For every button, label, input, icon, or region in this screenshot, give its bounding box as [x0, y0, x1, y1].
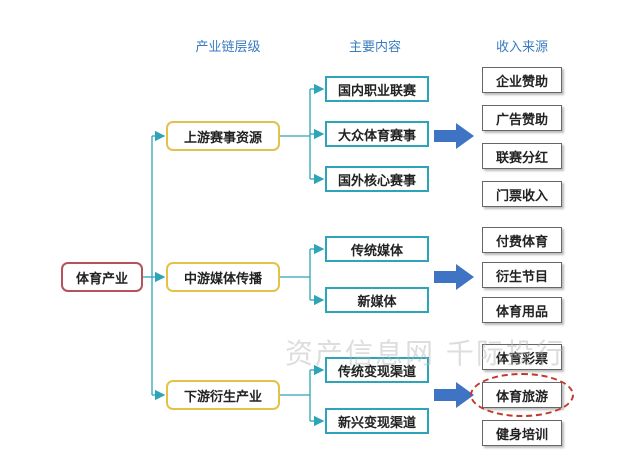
revenue-midstream-1: 付费体育	[482, 227, 562, 253]
content-upstream-3: 国外核心赛事	[325, 166, 429, 192]
revenue-upstream-2: 广告赞助	[482, 105, 562, 131]
content-downstream-1: 传统变现渠道	[325, 357, 429, 383]
content-downstream-2: 新兴变现渠道	[325, 408, 429, 434]
watermark: 资产信息网 千际投行	[285, 337, 566, 370]
block-arrow-upstream	[434, 123, 474, 149]
revenue-downstream-1: 体育彩票	[482, 344, 562, 370]
highlight-ellipse	[470, 373, 574, 417]
revenue-midstream-3: 体育用品	[482, 297, 562, 323]
content-upstream-2: 大众体育赛事	[325, 121, 429, 147]
header-content: 主要内容	[348, 40, 401, 55]
block-arrow-midstream	[434, 264, 474, 290]
level-midstream: 中游媒体传播	[166, 262, 280, 292]
revenue-downstream-3: 健身培训	[482, 420, 562, 446]
revenue-upstream-3: 联赛分红	[482, 143, 562, 169]
revenue-upstream-1: 企业赞助	[482, 67, 562, 93]
content-upstream-1: 国内职业联赛	[325, 76, 429, 102]
revenue-midstream-2: 衍生节目	[482, 262, 562, 288]
block-arrow-downstream	[434, 382, 474, 408]
revenue-upstream-4: 门票收入	[482, 181, 562, 207]
content-midstream-1: 传统媒体	[325, 236, 429, 262]
content-midstream-2: 新媒体	[325, 287, 429, 313]
level-downstream: 下游衍生产业	[166, 380, 280, 410]
header-level: 产业链层级	[195, 40, 261, 55]
level-upstream: 上游赛事资源	[166, 121, 280, 151]
root-node: 体育产业	[61, 262, 143, 292]
header-revenue: 收入来源	[495, 40, 548, 55]
